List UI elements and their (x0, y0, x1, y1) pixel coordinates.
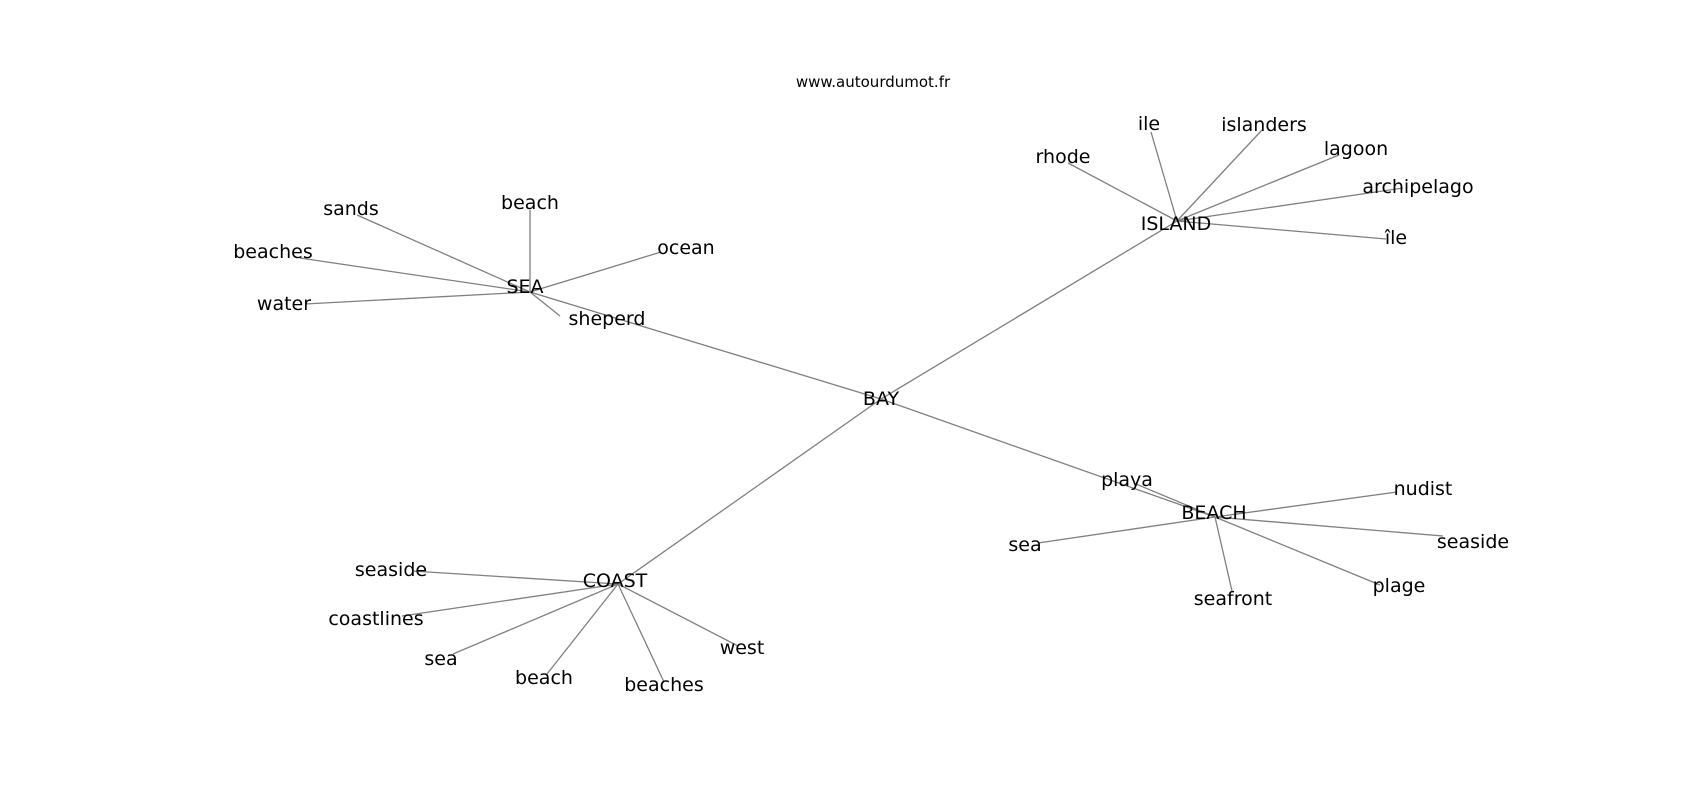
edge-island-islanders (1176, 129, 1263, 222)
edge-beach-nudist (1214, 491, 1398, 518)
node-island[interactable]: ISLAND (1141, 213, 1212, 235)
edge-beach-playa (1135, 483, 1216, 518)
node-coast-beaches[interactable]: beaches (624, 674, 703, 696)
edge-island-archipelago (1176, 187, 1404, 222)
node-beach-seaside[interactable]: seaside (1437, 531, 1509, 553)
node-coast-west[interactable]: west (720, 637, 765, 659)
node-sea-water[interactable]: water (257, 293, 311, 315)
node-coast-sea[interactable]: sea (424, 648, 457, 670)
labels-layer: www.autourdumot.fr BAY SEA sands beach ocean… (233, 73, 1509, 696)
node-coast-seaside[interactable]: seaside (355, 559, 427, 581)
node-coast-coastlines[interactable]: coastlines (328, 608, 423, 630)
edge-bay-beach (880, 398, 1216, 518)
edge-coast-west (617, 583, 739, 647)
edge-bay-island (880, 220, 1178, 400)
node-island-rhode[interactable]: rhode (1036, 146, 1091, 168)
node-sea-sheperd[interactable]: sheperd (569, 308, 646, 330)
node-beach-plage[interactable]: plage (1373, 575, 1426, 597)
edge-bay-sea (529, 291, 882, 400)
edge-sea-ocean (529, 251, 662, 293)
node-beach[interactable]: BEACH (1181, 502, 1246, 524)
edge-beach-seaside (1214, 516, 1444, 537)
edge-coast-coastlines (401, 583, 619, 617)
node-island-lagoon[interactable]: lagoon (1324, 138, 1388, 160)
node-coast[interactable]: COAST (583, 570, 648, 592)
edge-sea-sheperd (529, 291, 561, 317)
node-sea-sands[interactable]: sands (323, 198, 379, 220)
edge-island-lagoon (1176, 154, 1340, 222)
edge-beach-sea (1037, 516, 1216, 544)
edge-beach-seafront (1214, 516, 1233, 592)
edge-island-ile-accent (1176, 220, 1387, 240)
node-island-islanders[interactable]: islanders (1221, 114, 1307, 136)
node-bay[interactable]: BAY (863, 388, 900, 410)
edge-coast-seaside (411, 570, 619, 585)
node-sea-ocean[interactable]: ocean (657, 237, 714, 259)
node-island-archipelago[interactable]: archipelago (1362, 176, 1473, 198)
edge-sea-sands (356, 214, 531, 293)
node-beach-seafront[interactable]: seafront (1194, 588, 1272, 610)
watermark-text[interactable]: www.autourdumot.fr (796, 73, 951, 91)
node-island-ile[interactable]: ile (1138, 113, 1160, 135)
node-sea-beaches[interactable]: beaches (233, 241, 312, 263)
node-beach-sea[interactable]: sea (1008, 534, 1041, 556)
edge-coast-beaches (617, 583, 665, 683)
edge-island-ile (1150, 131, 1178, 222)
edges-layer (299, 129, 1444, 683)
edge-bay-coast (617, 398, 882, 585)
edge-coast-beach (546, 583, 619, 675)
edge-sea-water (304, 291, 531, 305)
node-sea[interactable]: SEA (506, 276, 543, 298)
edge-sea-beaches (299, 257, 531, 293)
node-island-ile-accent[interactable]: île (1384, 227, 1407, 249)
node-sea-beach[interactable]: beach (501, 192, 559, 214)
edge-coast-sea (452, 583, 619, 655)
node-coast-beach[interactable]: beach (515, 667, 573, 689)
edge-island-rhode (1067, 162, 1178, 222)
node-beach-playa[interactable]: playa (1101, 469, 1153, 491)
node-beach-nudist[interactable]: nudist (1394, 478, 1453, 500)
edge-beach-plage (1214, 516, 1381, 586)
